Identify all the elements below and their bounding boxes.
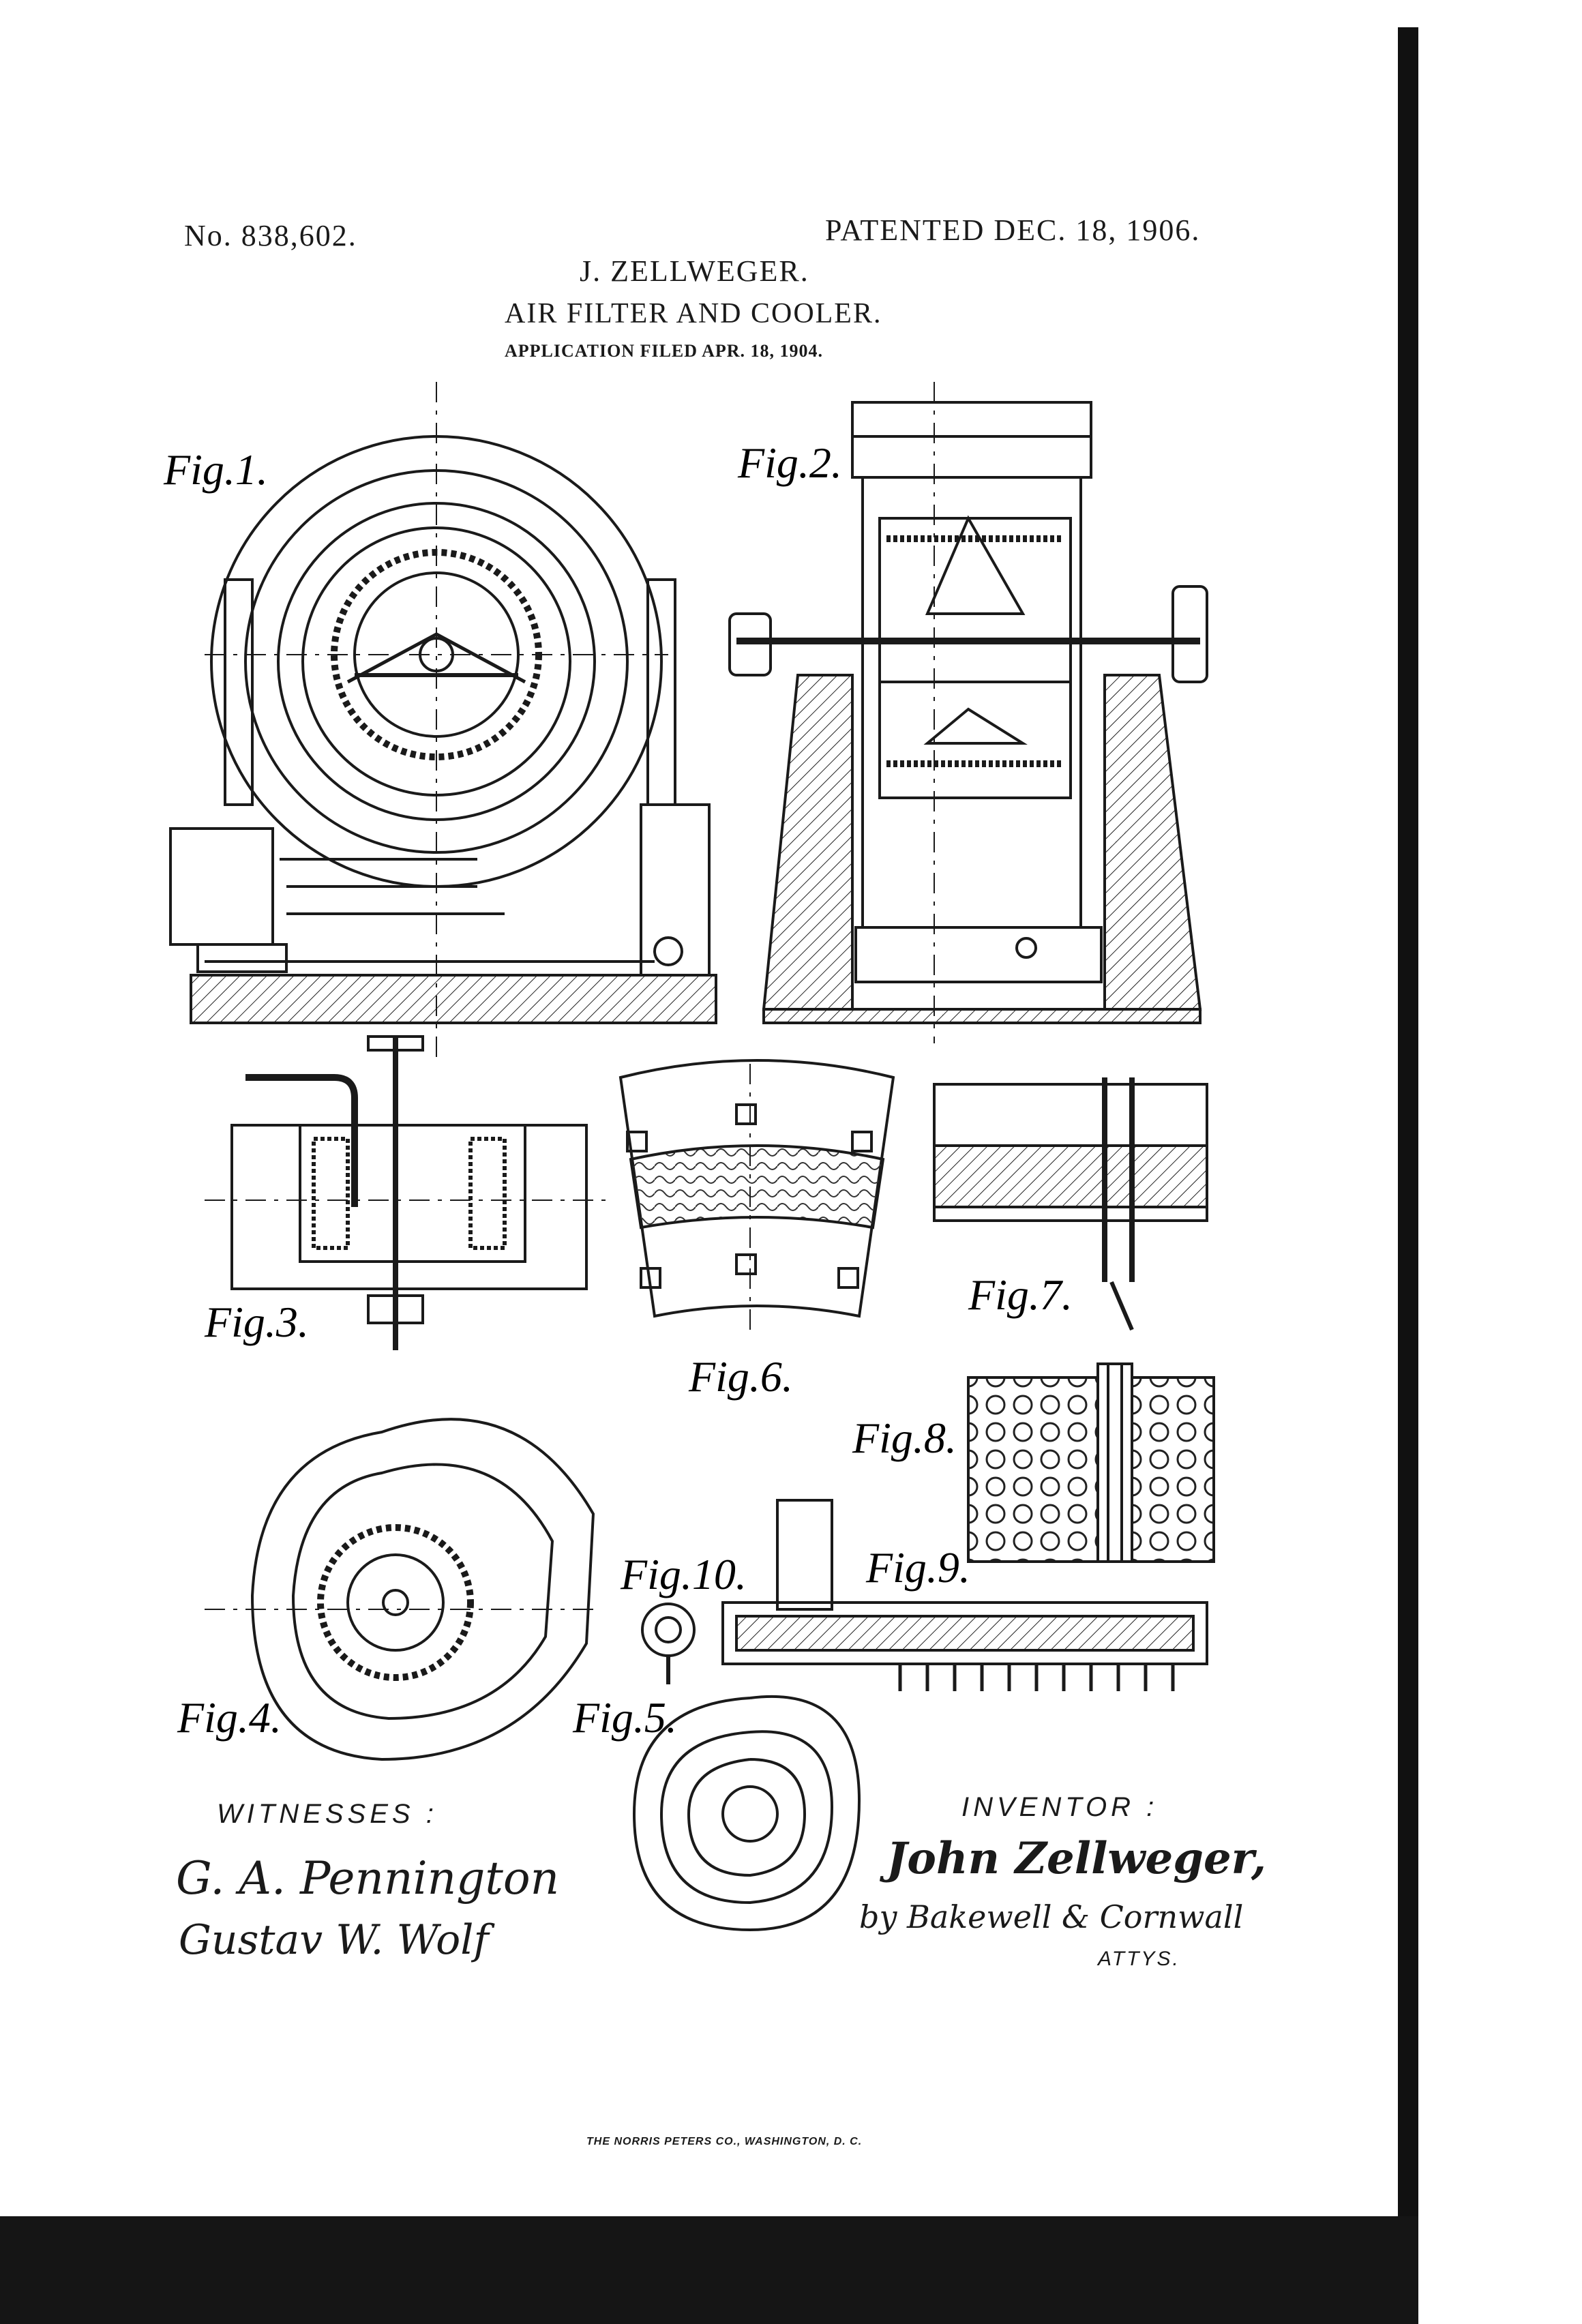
fig7-label: Fig.7. (968, 1270, 1073, 1319)
fig7-drawing (933, 1077, 1208, 1331)
fig1-label: Fig.1. (163, 445, 268, 494)
invention-title: AIR FILTER AND COOLER. (505, 298, 882, 329)
fig6-drawing (618, 1059, 895, 1337)
fig8-drawing (967, 1362, 1215, 1563)
fig8-label: Fig.8. (852, 1414, 957, 1462)
printer-line: THE NORRIS PETERS CO., WASHINGTON, D. C. (586, 2136, 863, 2147)
fig9-label: Fig.9. (865, 1543, 970, 1592)
witnesses-label: WITNESSES : (217, 1799, 438, 1829)
fig2-label: Fig.2. (737, 438, 842, 487)
fig9-drawing (721, 1499, 1208, 1691)
inventor-label: INVENTOR : (961, 1792, 1159, 1822)
fig3-label: Fig.3. (204, 1298, 309, 1346)
application-filed-line: APPLICATION FILED APR. 18, 1904. (505, 341, 824, 361)
patent-date: PATENTED DEC. 18, 1906. (825, 213, 1201, 247)
fig10-drawing (641, 1603, 696, 1684)
attorneys-signature: by Bakewell & Cornwall (859, 1898, 1244, 1935)
witness-2-signature: Gustav W. Wolf (179, 1916, 489, 1964)
inventor-signature: John Zellweger, (886, 1833, 1266, 1884)
fig5-label: Fig.5. (572, 1693, 677, 1742)
fig6-label: Fig.6. (688, 1352, 793, 1401)
scan-bottom-bar (0, 2216, 1418, 2324)
patent-number: No. 838,602. (184, 219, 357, 252)
fig1-drawing (169, 382, 717, 1064)
fig4-drawing (205, 1418, 600, 1761)
fig10-label: Fig.10. (620, 1550, 747, 1598)
fig4-label: Fig.4. (177, 1693, 282, 1742)
fig2-drawing (728, 382, 1208, 1043)
fig5-drawing (632, 1695, 861, 1932)
witness-1-signature: G. A. Pennington (176, 1852, 560, 1905)
attorneys-label: ATTYS. (1098, 1948, 1180, 1970)
inventor-name-heading: J. ZELLWEGER. (580, 254, 809, 288)
scan-edge-bar (1398, 27, 1418, 2298)
fig3-drawing (205, 1035, 614, 1350)
